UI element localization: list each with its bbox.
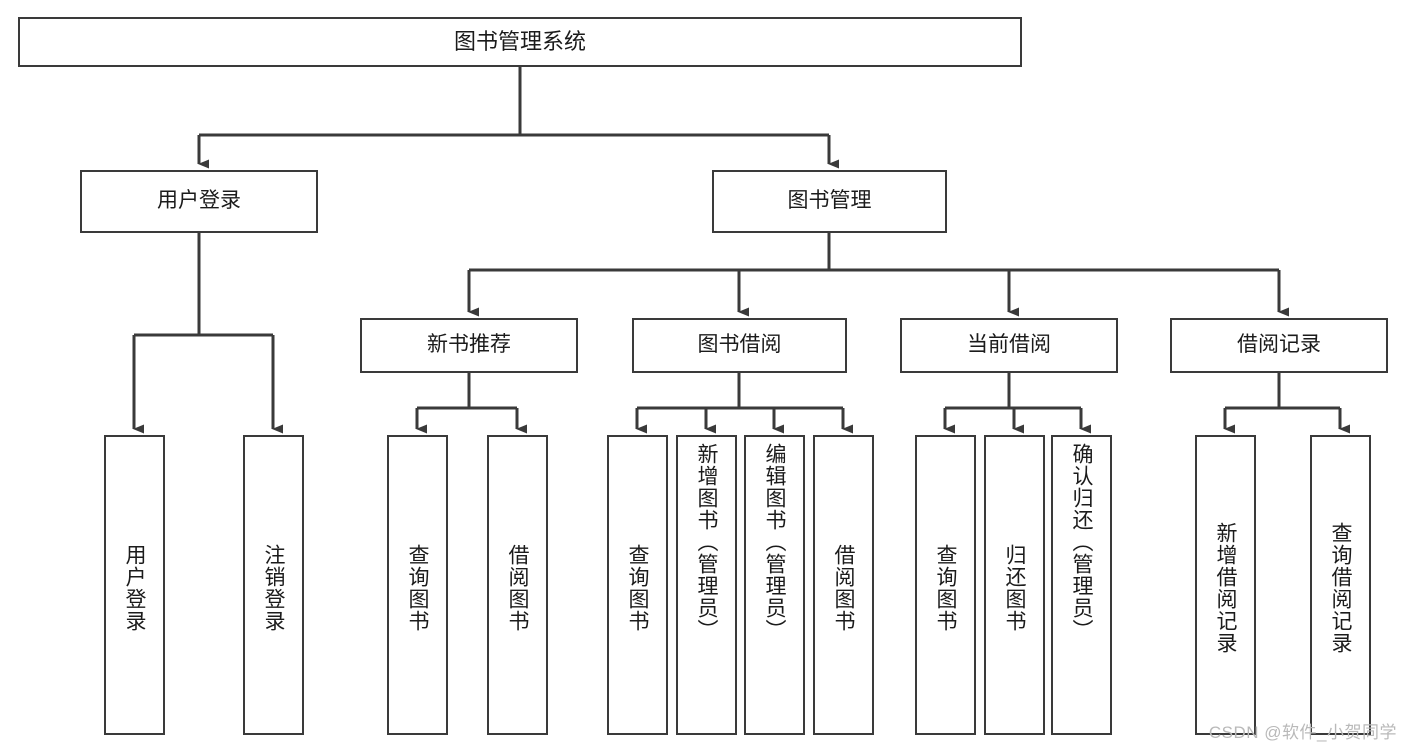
node-root-label: 图书管理系统: [453, 29, 586, 55]
node-leaf-query-book-recommend-label: 查询图书: [406, 544, 429, 632]
node-leaf-logout[interactable]: 注销登录: [243, 435, 304, 735]
node-current-borrow[interactable]: 当前借阅: [900, 318, 1118, 373]
node-leaf-borrow-book[interactable]: 借阅图书: [813, 435, 874, 735]
node-leaf-return-book[interactable]: 归还图书: [984, 435, 1045, 735]
node-leaf-query-book-recommend[interactable]: 查询图书: [387, 435, 448, 735]
node-book-borrow-label: 图书借阅: [697, 333, 782, 357]
node-book-management-label: 图书管理: [787, 189, 872, 213]
node-leaf-add-borrow-record-label: 新增借阅记录: [1214, 522, 1237, 654]
node-leaf-query-book-borrow[interactable]: 查询图书: [607, 435, 668, 735]
node-leaf-query-book-borrow-label: 查询图书: [626, 544, 649, 632]
node-new-book-recommend[interactable]: 新书推荐: [360, 318, 578, 373]
node-leaf-edit-book-admin-label: 编辑图书（管理员）: [763, 443, 786, 641]
node-root[interactable]: 图书管理系统: [18, 17, 1022, 67]
node-leaf-borrow-book-recommend[interactable]: 借阅图书: [487, 435, 548, 735]
node-leaf-add-borrow-record[interactable]: 新增借阅记录: [1195, 435, 1256, 735]
node-book-management[interactable]: 图书管理: [712, 170, 947, 233]
node-new-book-recommend-label: 新书推荐: [427, 333, 511, 357]
node-current-borrow-label: 当前借阅: [967, 333, 1051, 357]
node-leaf-query-borrow-record[interactable]: 查询借阅记录: [1310, 435, 1371, 735]
node-leaf-edit-book-admin[interactable]: 编辑图书（管理员）: [744, 435, 805, 735]
node-user-login[interactable]: 用户登录: [80, 170, 318, 233]
node-leaf-user-login-label: 用户登录: [123, 544, 146, 632]
node-leaf-query-book-current[interactable]: 查询图书: [915, 435, 976, 735]
node-book-borrow[interactable]: 图书借阅: [632, 318, 847, 373]
node-leaf-borrow-book-recommend-label: 借阅图书: [506, 544, 529, 632]
node-leaf-logout-label: 注销登录: [262, 544, 285, 632]
node-user-login-label: 用户登录: [157, 189, 241, 213]
node-leaf-confirm-return-admin[interactable]: 确认归还（管理员）: [1051, 435, 1112, 735]
node-borrow-record-label: 借阅记录: [1237, 333, 1321, 357]
node-leaf-user-login[interactable]: 用户登录: [104, 435, 165, 735]
node-leaf-borrow-book-label: 借阅图书: [832, 544, 855, 632]
node-leaf-query-borrow-record-label: 查询借阅记录: [1329, 522, 1352, 654]
node-leaf-confirm-return-admin-label: 确认归还（管理员）: [1070, 443, 1093, 641]
node-leaf-add-book-admin-label: 新增图书（管理员）: [695, 443, 718, 641]
node-leaf-add-book-admin[interactable]: 新增图书（管理员）: [676, 435, 737, 735]
csdn-watermark: CSDN @软件_小贺同学: [1208, 723, 1397, 742]
node-leaf-query-book-current-label: 查询图书: [934, 544, 957, 632]
node-borrow-record[interactable]: 借阅记录: [1170, 318, 1388, 373]
node-leaf-return-book-label: 归还图书: [1003, 544, 1026, 632]
